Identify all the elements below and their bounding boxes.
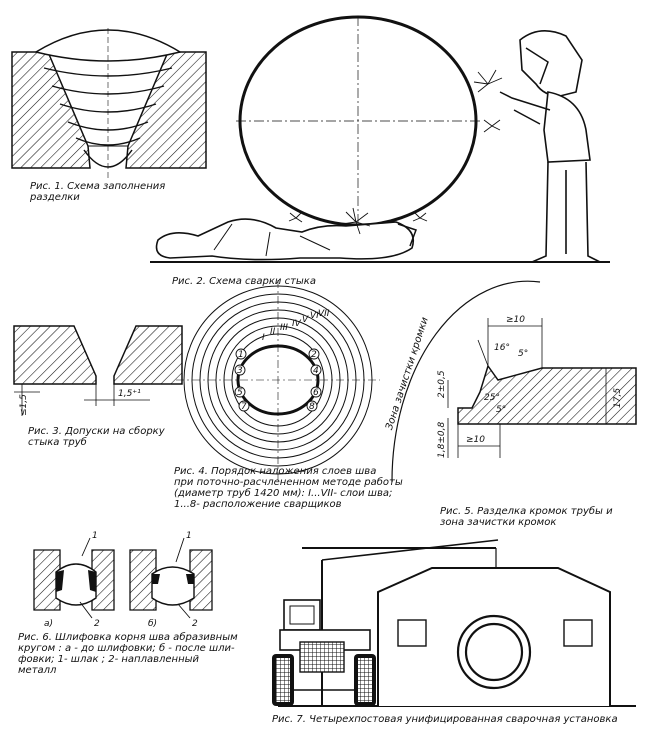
fig5-edge-preparation-diagram: ≥10 16° 5° 25° 5° 2±0,5 1,8±0,8 ≥10 17,5 bbox=[391, 280, 637, 483]
fig4-welder-marker: 1 bbox=[238, 350, 244, 360]
fig4-layer-labels: I II III IV V VI VII bbox=[262, 309, 330, 343]
fig4-welder-marker: 6 bbox=[313, 388, 319, 398]
fig5-bottom-dimension: ≥10 bbox=[466, 435, 485, 445]
fig6-callout-metal: 2 bbox=[94, 619, 100, 629]
fig5-caption: Рис. 5. Разделка кромок трубы и зона зач… bbox=[440, 506, 613, 528]
fig6-label-a: а) bbox=[44, 619, 53, 629]
fig2-joint-welding-scene bbox=[150, 15, 610, 263]
fig1-groove-fill-diagram bbox=[11, 28, 207, 180]
fig4-welder-marker: 7 bbox=[241, 402, 247, 412]
fig7-welding-installation bbox=[272, 539, 636, 707]
fig7-caption: Рис. 7. Четырехпостовая унифицированная … bbox=[272, 714, 618, 725]
fig5-top-angle: 16° bbox=[494, 343, 510, 353]
fig5-lower-angle-tolerance: 5° bbox=[496, 405, 506, 415]
fig6-variant-a: а) 1 2 bbox=[33, 531, 115, 629]
fig6-callout-slag-b: 1 bbox=[186, 531, 192, 541]
fig5-wall-thickness: 17,5 bbox=[613, 388, 623, 408]
fig6-callout-metal-b: 2 bbox=[192, 619, 198, 629]
fig6-callout-slag: 1 bbox=[92, 531, 98, 541]
fig5-top-dimension: ≥10 bbox=[506, 315, 525, 325]
fig4-welder-marker: 8 bbox=[309, 402, 315, 412]
fig6-root-grinding-diagram: а) 1 2 б) 1 2 bbox=[33, 531, 213, 629]
fig2-caption: Рис. 2. Схема сварки стыка bbox=[172, 276, 316, 287]
fig4-welder-marker: 2 bbox=[311, 350, 317, 360]
fig4-layer-label: III bbox=[280, 323, 288, 333]
fig5-top-angle-tolerance: 5° bbox=[518, 349, 528, 359]
fig5-root-dimension: 1,8±0,8 bbox=[437, 422, 447, 458]
fig4-welder-positions: 1 2 3 4 5 6 7 8 bbox=[234, 348, 322, 412]
fig4-layer-label: I bbox=[262, 333, 265, 343]
fig4-layer-label: V bbox=[302, 315, 309, 325]
fig4-welder-marker: 5 bbox=[237, 388, 243, 398]
fig3-gap-dimension: 1,5⁺¹ bbox=[118, 389, 141, 399]
fig4-layer-label: II bbox=[270, 327, 276, 337]
fig4-layer-label: VII bbox=[318, 309, 330, 319]
fig1-caption: Рис. 1. Схема заполнения разделки bbox=[30, 181, 166, 203]
fig5-land-dimension: 2±0,5 bbox=[437, 370, 447, 398]
fig5-lower-angle: 25° bbox=[484, 393, 500, 403]
fig4-welder-marker: 3 bbox=[237, 366, 243, 376]
fig4-caption: Рис. 4. Порядок наложения слоев шва при … bbox=[174, 466, 403, 510]
fig4-layer-order-diagram: I II III IV V VI VII 1 2 3 4 5 6 7 8 bbox=[176, 280, 380, 480]
fig4-layer-label: IV bbox=[292, 319, 302, 329]
fig4-layer-label: VI bbox=[310, 311, 319, 321]
fig6-caption: Рис. 6. Шлифовка корня шва абразивным кр… bbox=[18, 632, 238, 676]
fig6-label-b: б) bbox=[148, 619, 157, 629]
fig3-joint-tolerance-diagram: 1,5⁺¹ ≤1,5 bbox=[13, 325, 183, 416]
fig6-variant-b: б) 1 2 bbox=[129, 531, 213, 629]
fig3-caption: Рис. 3. Допуски на сборку стыка труб bbox=[28, 426, 165, 448]
fig3-root-dimension: ≤1,5 bbox=[19, 394, 29, 416]
fig4-welder-marker: 4 bbox=[313, 366, 319, 376]
